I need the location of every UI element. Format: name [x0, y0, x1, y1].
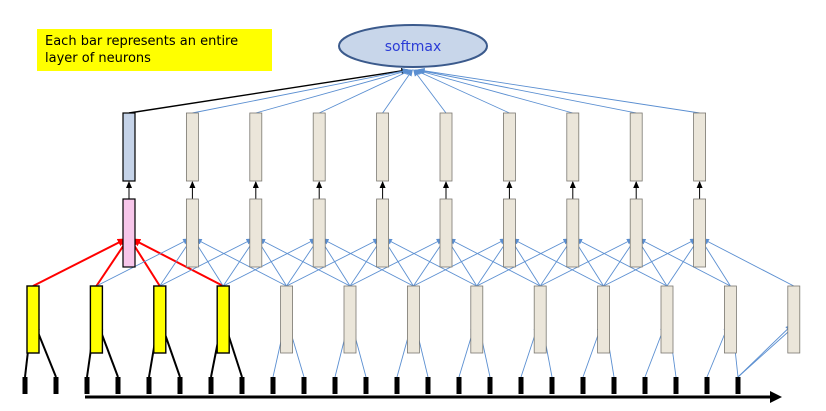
sequence-axis [85, 391, 782, 403]
softmax-label: softmax [385, 39, 442, 55]
upper-bar [439, 112, 453, 182]
input-token [208, 377, 214, 394]
conv-to-pool-edge [385, 238, 478, 287]
input-token [115, 377, 121, 394]
input-token [301, 377, 307, 394]
upper-bar [312, 112, 326, 182]
input-token [735, 377, 741, 394]
pooled-bar [185, 198, 199, 268]
layers [22, 112, 801, 394]
conv-bar [89, 285, 104, 354]
conv-to-pool-edge [702, 238, 795, 287]
input-token [611, 377, 617, 394]
input-token [332, 377, 338, 394]
conv-bar [533, 285, 547, 354]
conv-bar [26, 285, 40, 354]
upper-bar [566, 112, 580, 182]
softmax-ellipse [338, 24, 488, 68]
conv-to-pool-edge [448, 238, 541, 287]
upper-bar [502, 112, 516, 182]
input-token [53, 377, 59, 394]
input-token [177, 377, 183, 394]
input-token [394, 377, 400, 394]
conv-bar [406, 285, 420, 354]
pooled-bar [122, 198, 136, 268]
input-token [580, 377, 586, 394]
conv-to-pool-edge [159, 238, 254, 287]
conv-bar [660, 285, 674, 354]
softmax-edge [192, 68, 410, 114]
input-token [456, 377, 462, 394]
input-token [270, 377, 276, 394]
pooled-bar [249, 198, 263, 268]
conv-bar [153, 285, 167, 354]
softmax-edge [414, 69, 510, 114]
conv-to-pool-edge [603, 238, 698, 287]
softmax-edge [382, 69, 413, 114]
input-token [239, 377, 245, 394]
input-token [642, 377, 648, 394]
pooled-bar [312, 198, 326, 268]
input-token [84, 377, 90, 394]
sequence-axis-arrowhead [770, 391, 782, 403]
conv-to-pool-edge [539, 238, 634, 287]
softmax-edge [413, 69, 447, 114]
softmax-edge [417, 67, 700, 114]
input-token [22, 377, 28, 394]
note-line-1: Each bar represents an entire [45, 34, 239, 49]
input-token [146, 377, 152, 394]
conv-to-pool-edge [511, 238, 604, 287]
softmax-edge [128, 67, 409, 114]
pooled-bar [566, 198, 580, 268]
conv-to-pool-edge [32, 238, 127, 287]
input-token [487, 377, 493, 394]
pooled-bar [439, 198, 453, 268]
softmax-edge [255, 68, 411, 114]
upper-bar [629, 112, 643, 182]
input-token [704, 377, 710, 394]
conv-bar [470, 285, 484, 354]
softmax-edge [319, 69, 413, 114]
conv-bar [280, 285, 294, 354]
conv-to-pool-edge [413, 238, 507, 287]
softmax-edge [415, 68, 573, 114]
upper-bar [122, 112, 136, 182]
upper-bar [185, 112, 199, 182]
explanation-note: Each bar represents an entire layer of n… [37, 29, 272, 71]
token-to-conv-edge [737, 324, 797, 378]
input-token [673, 377, 679, 394]
conv-to-pool-edge [222, 238, 317, 287]
conv-to-pool-edge [476, 238, 571, 287]
conv-to-pool-edge [258, 238, 351, 287]
pooled-bar [693, 198, 706, 268]
softmax-node: softmax [338, 24, 488, 68]
upper-bar [376, 112, 390, 182]
note-line-2: layer of neurons [45, 51, 151, 66]
conv-to-pool-edge [286, 238, 381, 287]
conv-to-pool-edge [96, 238, 190, 287]
conv-bar [597, 285, 610, 354]
conv-to-pool-edge [321, 238, 414, 287]
input-token [425, 377, 431, 394]
input-token [549, 377, 555, 394]
conv-to-pool-edge [131, 238, 224, 287]
input-token [518, 377, 524, 394]
conv-bar [343, 285, 357, 354]
pooled-bar [376, 198, 390, 268]
conv-to-pool-edge [638, 238, 731, 287]
conv-to-pool-edge [194, 238, 287, 287]
conv-bar [787, 285, 801, 354]
pooled-bar [629, 198, 643, 268]
pooled-bar [502, 198, 516, 268]
conv-bar [216, 285, 230, 354]
conv-to-pool-edge [575, 238, 668, 287]
conv-bar [724, 285, 737, 354]
conv-to-pool-edge [349, 238, 444, 287]
upper-bar [693, 112, 706, 182]
upper-bar [249, 112, 263, 182]
softmax-edge [416, 68, 637, 114]
input-token [363, 377, 369, 394]
